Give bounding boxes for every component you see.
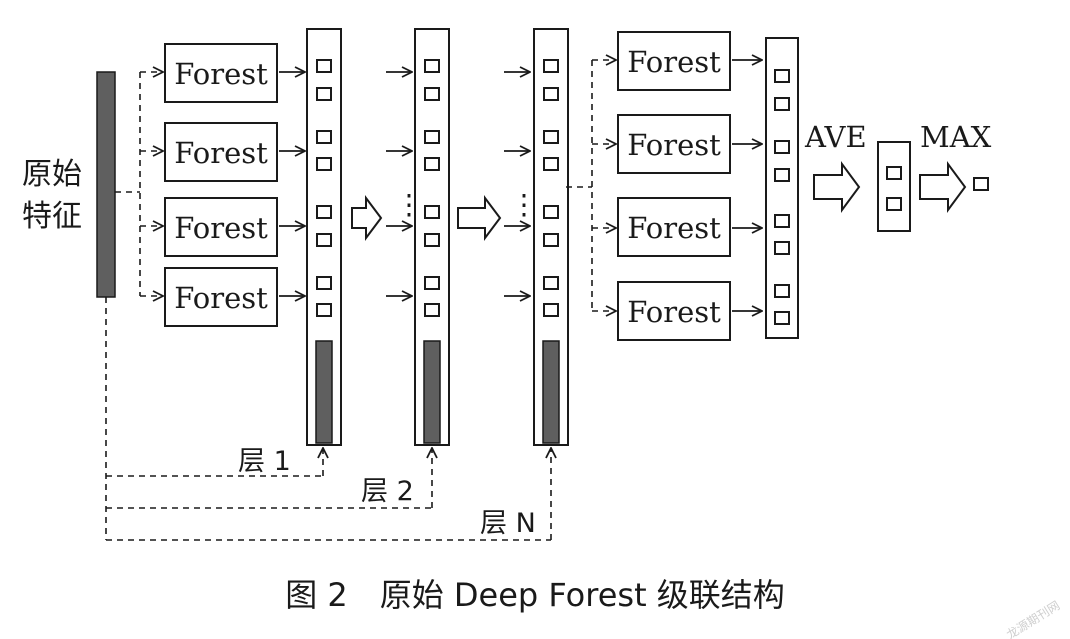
class-vector-cell (543, 276, 559, 290)
class-vector-cell (316, 157, 332, 171)
input-feature-bar (96, 71, 116, 298)
final-forest-1: Forest (617, 31, 731, 91)
input-label-line1: 原始 (22, 157, 82, 192)
final-forest-4: Forest (617, 281, 731, 341)
layerN-column (533, 28, 569, 446)
class-vector-cell (316, 233, 332, 247)
layer-label-n: 层 N (480, 508, 536, 539)
class-vector-cell (424, 276, 440, 290)
class-vector-cell (316, 276, 332, 290)
forest-label: Forest (174, 211, 268, 245)
class-vector-cell (424, 303, 440, 317)
raw-feature-bar (423, 340, 441, 444)
class-vector-cell (424, 59, 440, 73)
layer2-column (414, 28, 450, 446)
class-vector-cell (316, 87, 332, 101)
class-vector-cell (543, 205, 559, 219)
layerN-input-arrows (504, 72, 530, 296)
class-vector-cell (543, 233, 559, 247)
ave-label: AVE (804, 120, 867, 154)
class-vector-cell (543, 87, 559, 101)
layer1-forest-1: Forest (164, 43, 278, 103)
final-fanout (566, 60, 616, 311)
class-vector-cell (316, 59, 332, 73)
max-label: MAX (920, 120, 992, 154)
watermark: 龙源期刊网 (1004, 598, 1062, 639)
ave-arrow (813, 160, 861, 214)
forest-label: Forest (174, 281, 268, 315)
layer1-column (306, 28, 342, 446)
class-vector-cell (424, 130, 440, 144)
class-vector-cell (316, 303, 332, 317)
class-vector-cell (424, 233, 440, 247)
raw-feature-bar (315, 340, 333, 444)
class-vector-cell (316, 205, 332, 219)
class-vector-cell (543, 59, 559, 73)
raw-feature-bar (542, 340, 560, 444)
layer1-forest-3: Forest (164, 197, 278, 257)
forest-label: Forest (627, 128, 721, 162)
final-prediction-cell (973, 177, 989, 191)
final-output-column (765, 37, 799, 339)
input-label-line2: 特征 (22, 199, 82, 234)
forest-label: Forest (174, 136, 268, 170)
forest-label: Forest (627, 211, 721, 245)
layer-transition-arrow-2 (457, 195, 502, 241)
class-vector-cell (424, 205, 440, 219)
layer-label-2: 层 2 (361, 476, 414, 507)
class-vector-cell (424, 157, 440, 171)
final-forest-3: Forest (617, 197, 731, 257)
feature-feedback-paths (105, 297, 551, 541)
forest-label: Forest (627, 295, 721, 329)
layer2-input-arrows (386, 72, 412, 296)
figure-caption: 图 2 原始 Deep Forest 级联结构 (285, 576, 785, 614)
averaged-column (877, 141, 911, 232)
layer-transition-arrow-1 (351, 195, 383, 241)
layer1-output-arrows (279, 72, 305, 296)
input-fanout (115, 72, 163, 296)
class-vector-cell (316, 130, 332, 144)
class-vector-cell (543, 130, 559, 144)
max-arrow (919, 160, 967, 214)
layer1-forest-2: Forest (164, 122, 278, 182)
ellipsis-2: ⋮ (510, 188, 538, 221)
layer1-forest-4: Forest (164, 267, 278, 327)
class-vector-cell (543, 303, 559, 317)
ellipsis-1: ⋮ (395, 188, 423, 221)
final-forest-2: Forest (617, 114, 731, 174)
forest-label: Forest (174, 57, 268, 91)
class-vector-cell (424, 87, 440, 101)
layer-label-1: 层 1 (238, 446, 291, 477)
forest-label: Forest (627, 45, 721, 79)
class-vector-cell (543, 157, 559, 171)
final-output-arrows (732, 60, 762, 311)
